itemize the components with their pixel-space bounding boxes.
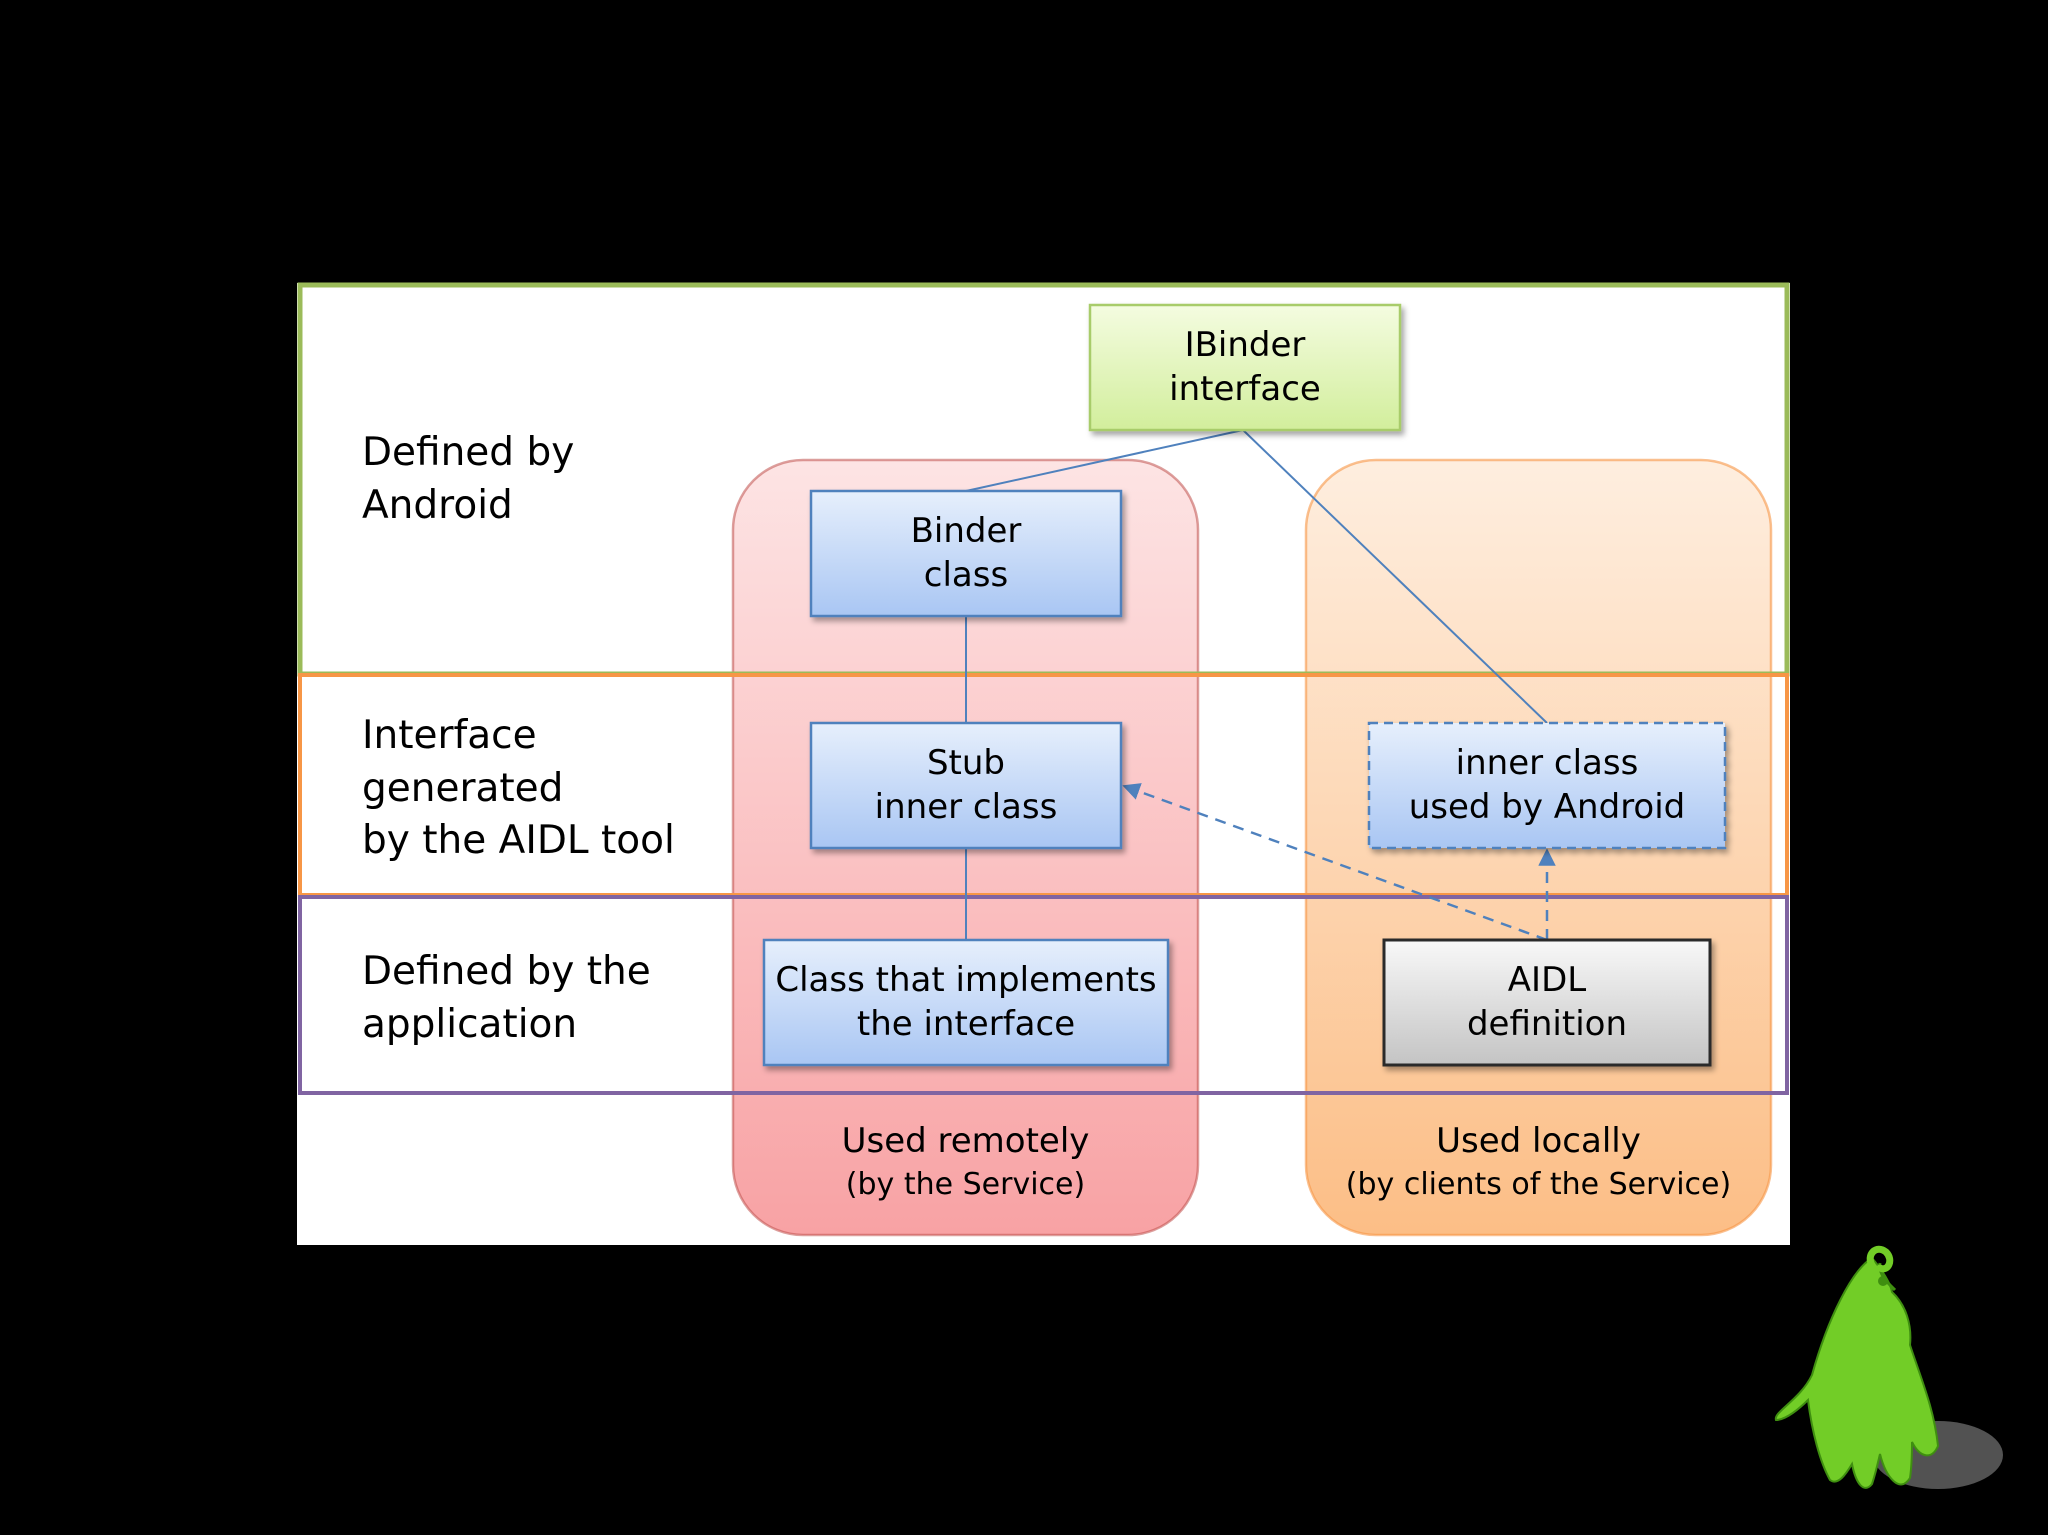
binder-line1: Binder (910, 510, 1022, 551)
binder-line2: class (923, 554, 1009, 595)
remote-caption-sub: (by the Service) (845, 1166, 1086, 1202)
row-label-app-line2: application (362, 1002, 578, 1047)
ibinder-interface-label: IBinder interface (1090, 305, 1400, 430)
aidl-def-line2: definition (1466, 1003, 1628, 1044)
band-defined-by-application (298, 895, 1789, 1095)
local-caption-title: Used locally (1436, 1121, 1641, 1162)
inner-class-android-box (1367, 721, 1727, 850)
binder-class-label: Binder class (811, 491, 1121, 616)
aidl-def-line1: AIDL (1507, 959, 1587, 1000)
inner-class-android-label: inner class used by Android (1369, 723, 1725, 848)
implementation-class-box (762, 938, 1170, 1067)
aidl-definition-label: AIDL definition (1384, 940, 1710, 1065)
stub-line1: Stub (926, 742, 1006, 783)
row-label-aidl-line1: Interface generated (362, 713, 564, 811)
ibinder-line2: interface (1169, 368, 1321, 409)
impl-line1: Class that implements (775, 959, 1157, 1000)
row-label-aidl-line2: by the AIDL tool (362, 818, 675, 864)
aidl-definition-box (1382, 938, 1712, 1067)
local-column-caption: Used locally (by clients of the Service) (1306, 1112, 1771, 1212)
remote-column-caption: Used remotely (by the Service) (733, 1112, 1198, 1212)
impl-line2: the interface (856, 1003, 1076, 1044)
row-label-aidl-tool: Interface generated by the AIDL tool (362, 713, 742, 863)
row-label-defined-by-application: Defined by the application (362, 944, 722, 1054)
remote-caption-title: Used remotely (841, 1121, 1090, 1162)
stub-inner-class-box (809, 721, 1123, 850)
row-label-app-line1: Defined by the (362, 949, 651, 995)
row-label-defined-by-android: Defined by Android (362, 430, 722, 528)
inner-line1: inner class (1455, 742, 1639, 783)
ibinder-interface-box (1088, 303, 1402, 432)
local-caption-sub: (by clients of the Service) (1345, 1166, 1732, 1202)
ibinder-to-inner-connector (1242, 429, 1548, 724)
binder-class-box (809, 489, 1123, 618)
implementation-class-label: Class that implements the interface (764, 940, 1168, 1065)
inner-line2: used by Android (1408, 786, 1686, 827)
stub-inner-class-label: Stub inner class (811, 723, 1121, 848)
ibinder-line1: IBinder (1184, 324, 1306, 365)
row-label-android-line1: Defined by Android (362, 430, 575, 528)
ibinder-to-binder-connector (965, 429, 1244, 492)
stub-line2: inner class (874, 786, 1058, 827)
green-ghost-mascot-icon (1774, 1245, 2003, 1489)
